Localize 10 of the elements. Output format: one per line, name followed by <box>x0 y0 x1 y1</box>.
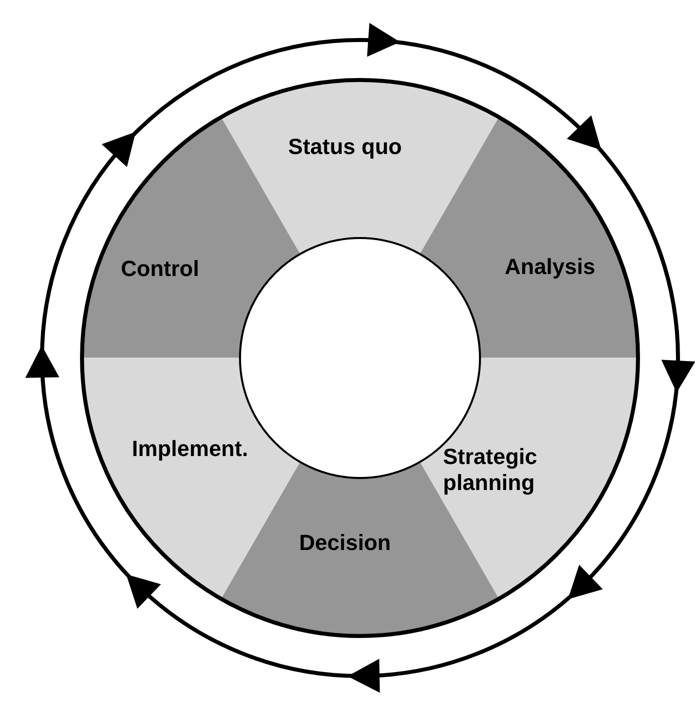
segment-label: Control <box>120 256 200 282</box>
ring-segment <box>82 358 300 599</box>
segment-label: Strategic planning <box>443 444 538 496</box>
segment-label: Status quo <box>287 134 403 160</box>
segment-label: Analysis <box>504 254 596 280</box>
ring-segment <box>221 80 499 254</box>
ring-segment <box>420 117 638 358</box>
ring-segment <box>420 358 638 599</box>
segment-label: Implement. <box>130 436 250 462</box>
segment-label: Decision <box>298 530 392 556</box>
